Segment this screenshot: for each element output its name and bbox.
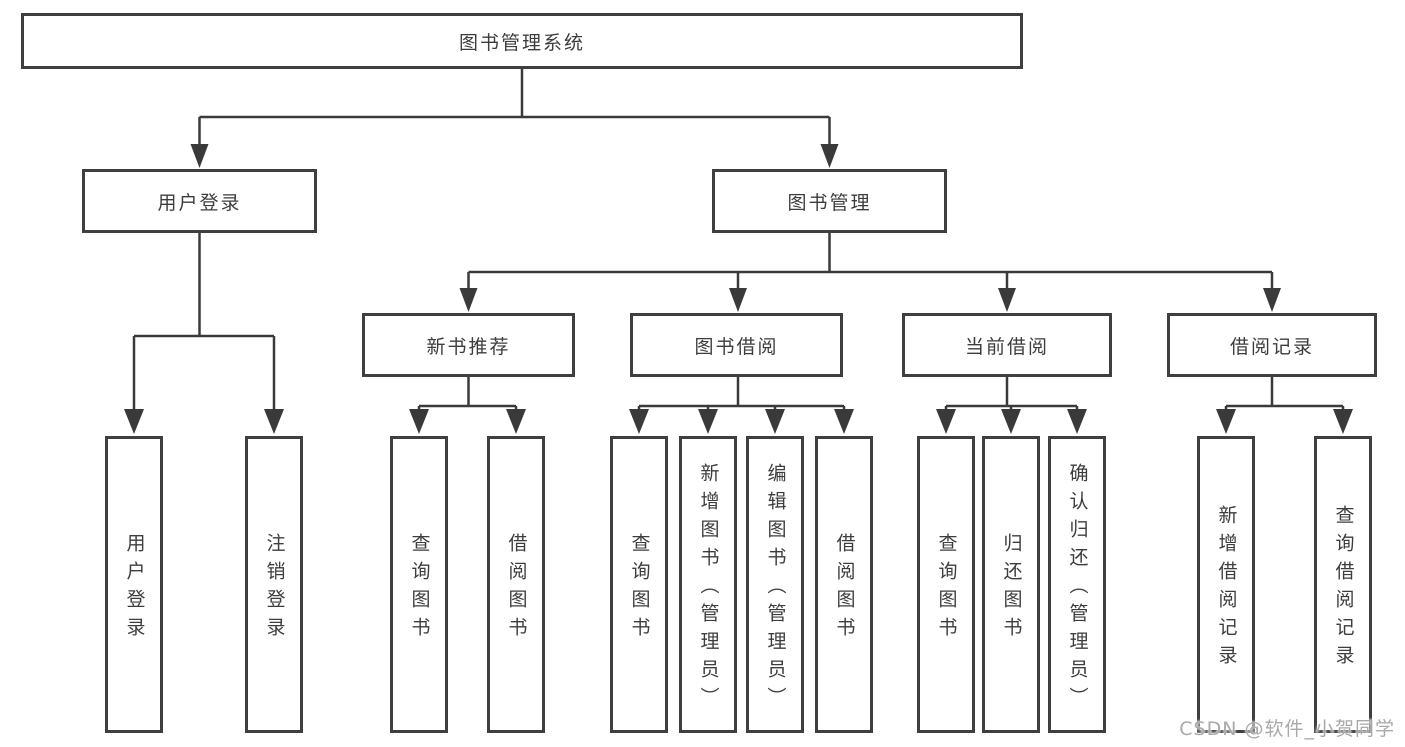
csdn-watermark: CSDN @软件_小贺同学	[1179, 718, 1395, 740]
node-label: 查询借阅记录	[1332, 505, 1355, 673]
leaf-user-login: 用户登录	[105, 436, 163, 733]
leaf-cb-query-books: 查询图书	[917, 436, 975, 733]
arrowheads	[124, 144, 1353, 434]
node-user-login: 用户登录	[82, 169, 317, 233]
node-label: 借阅图书	[833, 533, 856, 645]
leaf-logout-login: 注销登录	[245, 436, 303, 733]
node-label: 借阅图书	[505, 533, 528, 645]
node-new-book-recommend: 新书推荐	[362, 313, 575, 377]
node-label: 新增借阅记录	[1215, 505, 1238, 673]
edge-bookmgmt-to-level3	[467, 233, 1274, 290]
node-book-management: 图书管理	[712, 169, 947, 233]
leaf-cb-return-books: 归还图书	[982, 436, 1040, 733]
node-label: 用户登录	[157, 191, 242, 214]
node-label: 查询图书	[408, 533, 431, 645]
node-label: 归还图书	[1000, 533, 1023, 645]
edge-root-to-level2	[198, 69, 831, 146]
leaf-bb-add-books-admin: 新增图书（管理员）	[679, 436, 737, 733]
edge-newbooks-to-leaves	[417, 377, 518, 412]
node-label: 查询图书	[628, 533, 651, 645]
node-label: 借阅记录	[1229, 335, 1314, 358]
edge-bookborrow-to-leaves	[637, 377, 846, 412]
node-label: 确认归还（管理员）	[1066, 463, 1089, 715]
node-library-management-system: 图书管理系统	[21, 13, 1023, 69]
node-label: 新书推荐	[426, 335, 511, 358]
edge-userlogin-to-leaves	[132, 232, 276, 412]
node-book-borrow: 图书借阅	[630, 313, 843, 377]
edge-records-to-leaves	[1224, 377, 1345, 412]
leaf-br-add-record: 新增借阅记录	[1197, 436, 1255, 733]
node-label: 用户登录	[123, 533, 146, 645]
node-label: 图书管理	[787, 191, 872, 214]
node-label: 图书管理系统	[458, 31, 585, 54]
leaf-bb-edit-books-admin: 编辑图书（管理员）	[746, 436, 804, 733]
leaf-nb-borrow-books: 借阅图书	[487, 436, 545, 733]
node-label: 编辑图书（管理员）	[764, 463, 787, 715]
leaf-cb-confirm-return-admin: 确认归还（管理员）	[1048, 436, 1106, 733]
leaf-br-query-record: 查询借阅记录	[1314, 436, 1372, 733]
node-label: 注销登录	[263, 533, 286, 645]
edge-currentborrow-to-leaves	[944, 377, 1079, 412]
node-label: 查询图书	[935, 533, 958, 645]
leaf-bb-borrow-books: 借阅图书	[815, 436, 873, 733]
node-label: 当前借阅	[964, 335, 1049, 358]
node-current-borrow: 当前借阅	[902, 313, 1112, 377]
node-label: 图书借阅	[694, 335, 779, 358]
node-label: 新增图书（管理员）	[697, 463, 720, 715]
leaf-nb-query-books: 查询图书	[390, 436, 448, 733]
node-borrow-records: 借阅记录	[1167, 313, 1377, 377]
leaf-bb-query-books: 查询图书	[610, 436, 668, 733]
